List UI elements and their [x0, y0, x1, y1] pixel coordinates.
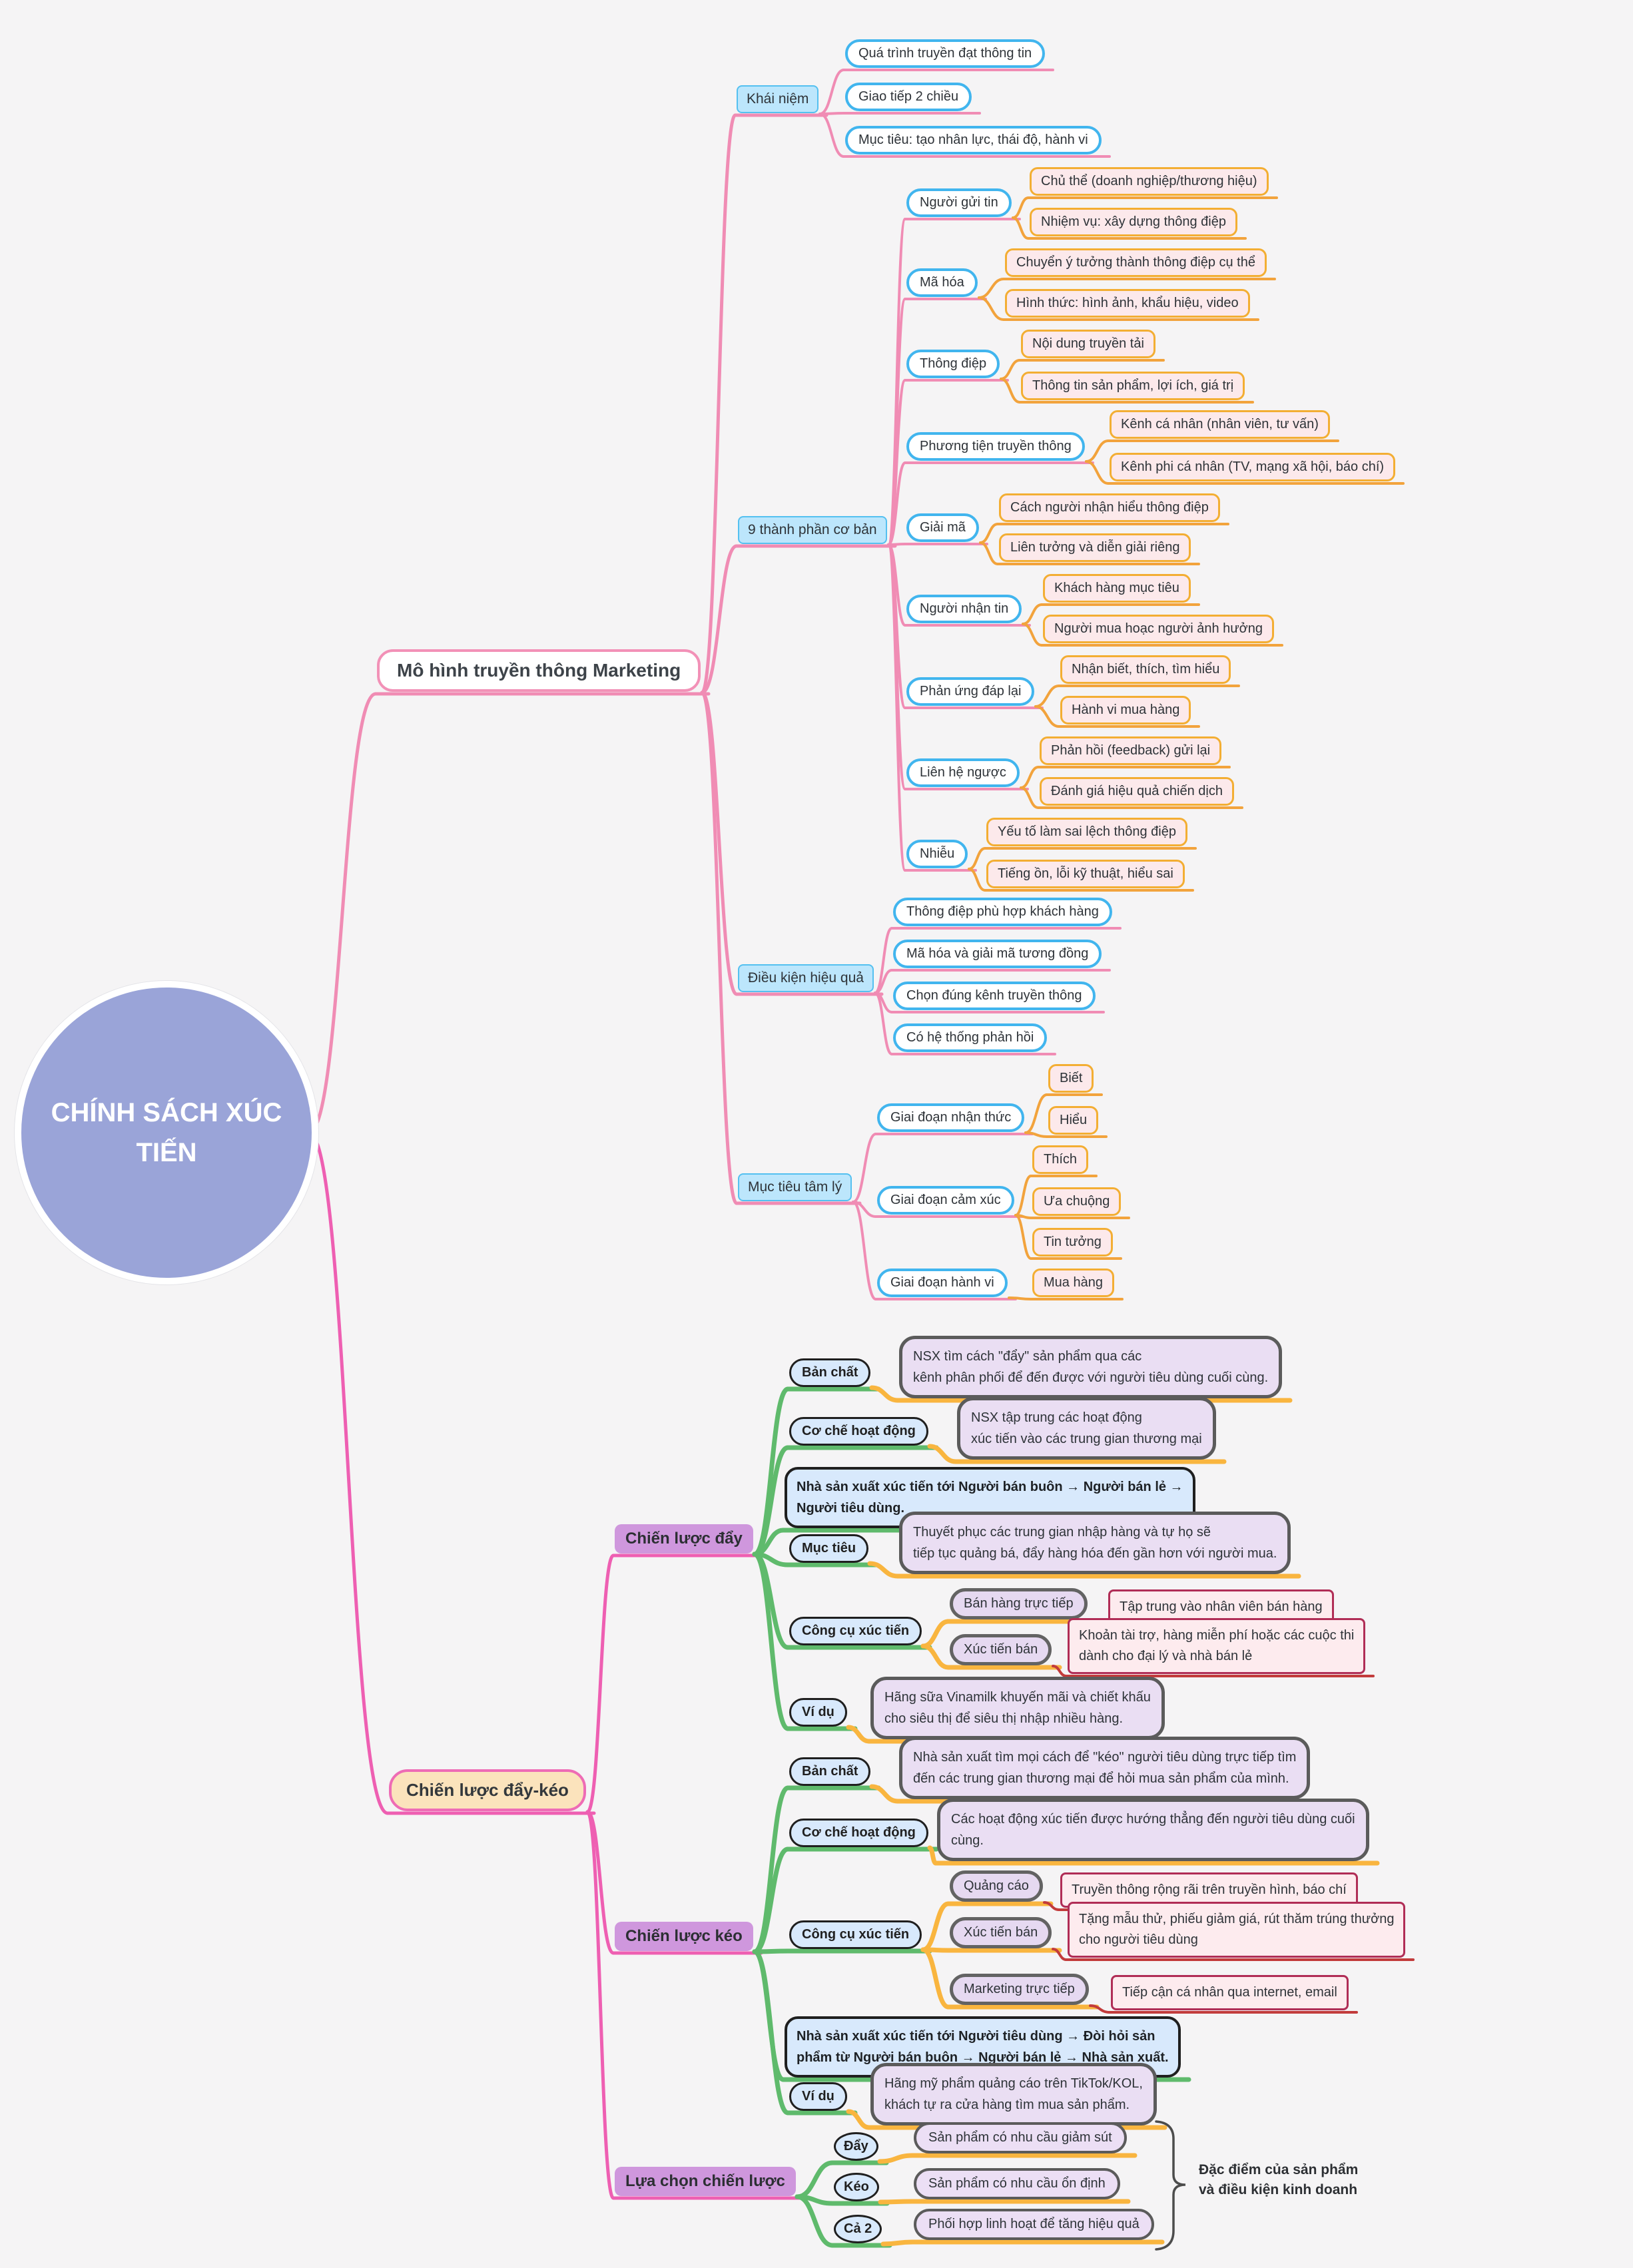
push-tools[interactable]: Công cụ xúc tiến: [789, 1617, 922, 1645]
stage-awareness-item[interactable]: Hiểu: [1048, 1106, 1099, 1135]
component-feedback-detail[interactable]: Phản hồi (feedback) gửi lại: [1040, 736, 1222, 765]
push-mechanism[interactable]: Cơ chế hoạt động: [789, 1417, 928, 1446]
option-pull-detail[interactable]: Sản phẩm có nhu cầu ổn định: [914, 2168, 1120, 2199]
option-push[interactable]: Đẩy: [834, 2132, 878, 2161]
component-response-detail[interactable]: Hành vi mua hàng: [1060, 696, 1191, 724]
node-concept[interactable]: Khái niệm: [737, 85, 819, 113]
option-push-detail[interactable]: Sản phẩm có nhu cầu giảm sút: [914, 2122, 1127, 2153]
stage-behavior-item[interactable]: Mua hàng: [1032, 1269, 1114, 1297]
component-decoding-detail[interactable]: Cách người nhận hiểu thông điệp: [999, 493, 1220, 522]
condition-item[interactable]: Mã hóa và giải mã tương đồng: [893, 940, 1102, 968]
branch-communication-model[interactable]: Mô hình truyền thông Marketing: [377, 649, 701, 692]
push-essence-detail[interactable]: NSX tìm cách "đẩy" sản phẩm qua các kênh…: [899, 1336, 1283, 1398]
stage-emotion-item[interactable]: Tin tưởng: [1032, 1228, 1113, 1257]
stage-emotion[interactable]: Giai đoạn cảm xúc: [877, 1186, 1014, 1215]
push-goal-detail[interactable]: Thuyết phục các trung gian nhập hàng và …: [899, 1512, 1291, 1574]
node-psych-goals[interactable]: Mục tiêu tâm lý: [738, 1173, 852, 1201]
push-tool-direct-selling[interactable]: Bán hàng trực tiếp: [950, 1588, 1088, 1619]
branch-push-pull[interactable]: Chiến lược đẩy-kéo: [389, 1769, 586, 1811]
component-sender[interactable]: Người gửi tin: [906, 188, 1012, 217]
concept-item[interactable]: Mục tiêu: tạo nhân lực, thái độ, hành vi: [845, 126, 1102, 154]
pull-tool-direct-marketing-detail[interactable]: Tiếp cận cá nhân qua internet, email: [1111, 1975, 1349, 2010]
pull-tool-direct-marketing[interactable]: Marketing trực tiếp: [950, 1974, 1089, 2005]
stage-emotion-item[interactable]: Ưa chuộng: [1032, 1187, 1122, 1216]
node-conditions[interactable]: Điều kiện hiệu quả: [738, 964, 874, 992]
pull-example[interactable]: Ví dụ: [789, 2082, 847, 2111]
concept-item[interactable]: Quá trình truyền đạt thông tin: [845, 39, 1046, 68]
stage-behavior[interactable]: Giai đoạn hành vi: [877, 1269, 1008, 1297]
pull-mechanism[interactable]: Cơ chế hoạt động: [789, 1819, 928, 1847]
component-message-detail[interactable]: Nội dung truyền tải: [1021, 330, 1155, 358]
pull-essence[interactable]: Bản chất: [789, 1757, 871, 1786]
stage-awareness-item[interactable]: Biết: [1048, 1064, 1094, 1093]
component-noise-detail[interactable]: Tiếng ồn, lỗi kỹ thuật, hiểu sai: [986, 860, 1185, 888]
component-response-detail[interactable]: Nhận biết, thích, tìm hiểu: [1060, 655, 1231, 684]
selection-note: Đặc điểm của sản phẩm và điều kiện kinh …: [1199, 2162, 1359, 2198]
central-topic[interactable]: CHÍNH SÁCH XÚC TIẾN: [15, 981, 318, 1284]
push-example[interactable]: Ví dụ: [789, 1698, 847, 1727]
node-push-strategy[interactable]: Chiến lược đẩy: [615, 1524, 753, 1554]
component-feedback-detail[interactable]: Đánh giá hiệu quả chiến dịch: [1040, 777, 1234, 806]
pull-sequence[interactable]: Nhà sản xuất xúc tiến tới Người tiêu dùn…: [785, 2016, 1181, 2078]
push-sequence[interactable]: Nhà sản xuất xúc tiến tới Người bán buôn…: [785, 1467, 1195, 1528]
component-media-detail[interactable]: Kênh phi cá nhân (TV, mạng xã hội, báo c…: [1110, 453, 1396, 481]
component-message[interactable]: Thông điệp: [906, 350, 1000, 378]
push-tool-sales-promotion-detail[interactable]: Khoản tài trợ, hàng miễn phí hoặc các cu…: [1068, 1618, 1366, 1674]
pull-tool-sales-promotion[interactable]: Xúc tiến bán: [950, 1917, 1052, 1948]
option-pull[interactable]: Kéo: [834, 2173, 879, 2201]
component-receiver-detail[interactable]: Người mua hoạc người ảnh hưởng: [1043, 615, 1275, 643]
pull-example-detail[interactable]: Hãng mỹ phẩm quảng cáo trên TikTok/KOL, …: [870, 2063, 1157, 2126]
push-essence[interactable]: Bản chất: [789, 1358, 871, 1387]
pull-mechanism-detail[interactable]: Các hoạt động xúc tiến được hướng thẳng …: [937, 1799, 1369, 1861]
option-both-detail[interactable]: Phối hợp linh hoạt để tăng hiệu quả: [914, 2209, 1154, 2240]
pull-tools[interactable]: Công cụ xúc tiến: [789, 1920, 922, 1949]
component-media-detail[interactable]: Kênh cá nhân (nhân viên, tư vấn): [1110, 410, 1330, 439]
condition-item[interactable]: Chọn đúng kênh truyền thông: [893, 982, 1096, 1010]
pull-tool-sales-promotion-detail[interactable]: Tặng mẫu thử, phiếu giảm giá, rút thăm t…: [1068, 1902, 1406, 1958]
component-sender-detail[interactable]: Chủ thể (doanh nghiệp/thương hiệu): [1030, 167, 1269, 196]
component-receiver[interactable]: Người nhận tin: [906, 595, 1022, 623]
component-sender-detail[interactable]: Nhiệm vụ: xây dựng thông điệp: [1030, 208, 1237, 236]
component-encoding[interactable]: Mã hóa: [906, 268, 978, 297]
condition-item[interactable]: Có hệ thống phản hồi: [893, 1023, 1048, 1052]
node-strategy-selection[interactable]: Lựa chọn chiến lược: [615, 2167, 796, 2196]
stage-emotion-item[interactable]: Thích: [1032, 1145, 1089, 1174]
stage-awareness[interactable]: Giai đoạn nhận thức: [877, 1103, 1025, 1132]
push-goal[interactable]: Mục tiêu: [789, 1534, 869, 1563]
component-decoding[interactable]: Giải mã: [906, 513, 979, 542]
push-example-detail[interactable]: Hãng sữa Vinamilk khuyến mãi và chiết kh…: [870, 1677, 1165, 1739]
push-tool-sales-promotion[interactable]: Xúc tiến bán: [950, 1634, 1052, 1665]
component-decoding-detail[interactable]: Liên tưởng và diễn giải riêng: [999, 533, 1191, 562]
pull-tool-advertising[interactable]: Quảng cáo: [950, 1870, 1043, 1902]
option-both[interactable]: Cả 2: [834, 2215, 882, 2243]
component-message-detail[interactable]: Thông tin sản phẩm, lợi ích, giá trị: [1021, 372, 1245, 400]
component-encoding-detail[interactable]: Hình thức: hình ảnh, khẩu hiệu, video: [1005, 289, 1250, 318]
component-media[interactable]: Phương tiện truyền thông: [906, 432, 1085, 461]
condition-item[interactable]: Thông điệp phù hợp khách hàng: [893, 898, 1112, 926]
component-feedback[interactable]: Liên hệ ngược: [906, 758, 1020, 787]
pull-essence-detail[interactable]: Nhà sản xuất tìm mọi cách để "kéo" người…: [899, 1737, 1311, 1799]
component-noise[interactable]: Nhiễu: [906, 840, 968, 868]
component-receiver-detail[interactable]: Khách hàng mục tiêu: [1043, 574, 1191, 603]
concept-item[interactable]: Giao tiếp 2 chiều: [845, 83, 972, 111]
node-pull-strategy[interactable]: Chiến lược kéo: [615, 1922, 753, 1951]
bracket-icon: [1155, 2120, 1186, 2251]
push-mechanism-detail[interactable]: NSX tập trung các hoạt động xúc tiến vào…: [957, 1397, 1216, 1460]
component-noise-detail[interactable]: Yếu tố làm sai lệch thông điệp: [986, 818, 1187, 846]
component-response[interactable]: Phản ứng đáp lại: [906, 677, 1035, 706]
component-encoding-detail[interactable]: Chuyển ý tưởng thành thông điệp cụ thể: [1005, 248, 1267, 277]
node-9-components[interactable]: 9 thành phần cơ bản: [738, 516, 887, 544]
